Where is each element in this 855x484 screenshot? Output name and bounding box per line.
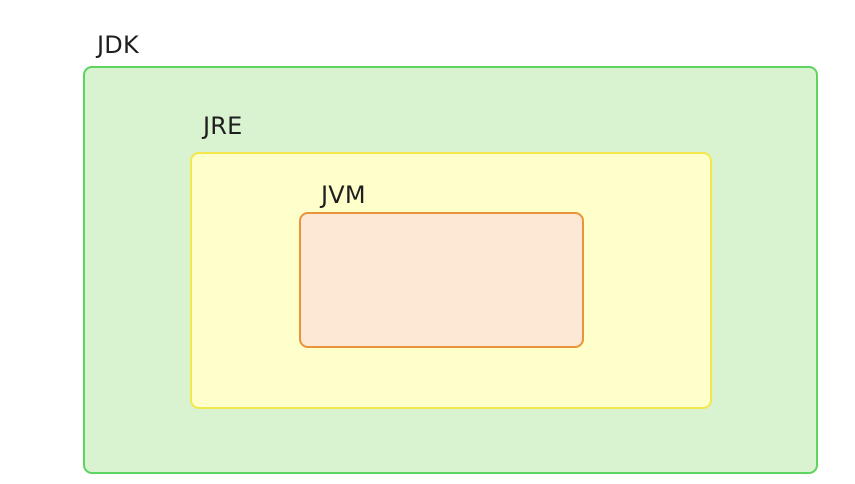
jvm-box[interactable] bbox=[299, 212, 584, 348]
jvm-label: JVM bbox=[321, 181, 366, 209]
jre-label: JRE bbox=[203, 112, 243, 140]
jdk-label: JDK bbox=[97, 31, 139, 59]
